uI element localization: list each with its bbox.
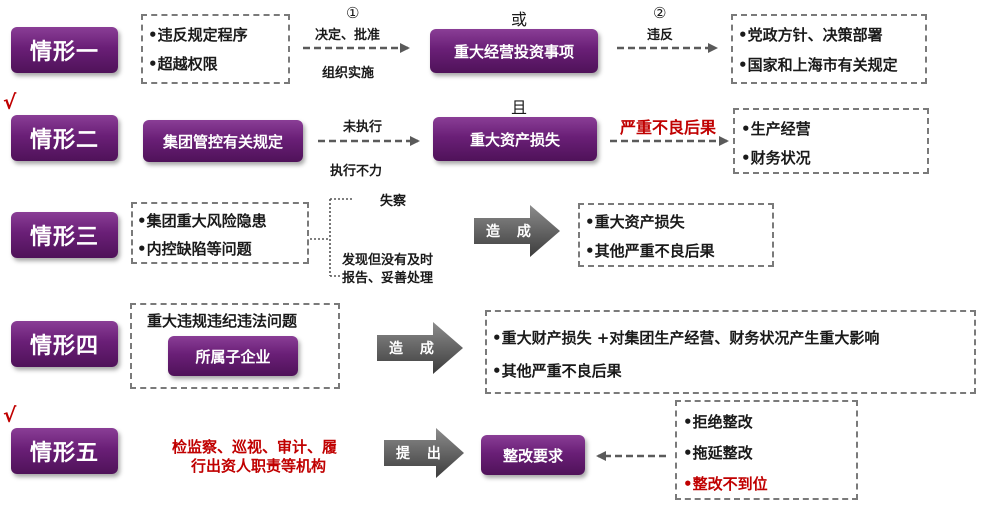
row5-propose-arrow: 提 出 (384, 428, 464, 478)
row1-condition-1: •违反规定程序 (148, 26, 248, 44)
row1-label-implement: 组织实施 (322, 66, 375, 81)
row4-problem-title: 重大违规违纪违法问题 (147, 312, 298, 330)
row3-branch-neglect: 失察 (380, 194, 407, 209)
row2-left-box: 集团管控有关规定 (143, 120, 303, 162)
situation-1-label: 情形一 (11, 27, 118, 73)
row5-propose-label: 提 出 (396, 446, 447, 462)
row5-rectify-box: 整改要求 (481, 435, 585, 475)
situation-3-label: 情形三 (11, 212, 118, 258)
row5-behaviour-2: •拖延整改 (683, 444, 753, 462)
row3-result-1: •重大资产损失 (585, 213, 685, 231)
row2-connector-and: 且 (511, 98, 528, 117)
row5-agencies-line-1: 检监察、巡视、审计、履 (172, 438, 338, 456)
row4-cause-label: 造 成 (389, 341, 440, 357)
row2-aspects-box (733, 108, 929, 174)
row1-label-decide: 决定、批准 (315, 28, 381, 43)
row4-subsidiary-box: 所属子企业 (168, 336, 298, 376)
row5-checkmark: √ (3, 403, 17, 427)
row1-mark-2: ② (653, 4, 667, 22)
row3-cause-arrow: 造 成 (474, 205, 560, 257)
row3-results-box (578, 203, 774, 267)
row5-behaviour-1: •拒绝整改 (683, 413, 753, 431)
row5-agencies-line-2: 行出资人职责等机构 (191, 457, 327, 475)
row1-condition-2: •超越权限 (148, 55, 218, 73)
row4-result-2: •其他严重不良后果 (492, 362, 622, 380)
row2-result-label: 严重不良后果 (620, 118, 717, 137)
situation-4-label: 情形四 (11, 321, 118, 367)
row2-checkmark: √ (3, 90, 17, 114)
row3-cause-label: 造 成 (486, 224, 537, 240)
row3-issue-1: •集团重大风险隐患 (137, 212, 267, 230)
row1-policy-2: •国家和上海市有关规定 (738, 56, 898, 74)
row1-conditions-box (141, 14, 290, 84)
row1-connector-or: 或 (511, 10, 528, 29)
row3-issues-box (131, 202, 309, 264)
row3-issue-2: •内控缺陷等问题 (137, 240, 252, 258)
situation-2-label: 情形二 (11, 115, 118, 161)
row2-aspect-2: •财务状况 (741, 149, 811, 167)
row1-policies-box (731, 14, 927, 84)
row1-policy-1: •党政方针、决策部署 (738, 26, 883, 44)
row1-label-violate: 违反 (647, 28, 674, 43)
row2-label-poor-execution: 执行不力 (330, 164, 383, 179)
row1-center-box: 重大经营投资事项 (430, 29, 598, 73)
row4-cause-arrow: 造 成 (377, 322, 463, 374)
situation-5-label: 情形五 (11, 428, 118, 474)
row3-branch-unreported: 发现但没有及时 报告、妥善处理 (342, 253, 434, 286)
row5-behaviour-3: •整改不到位 (683, 475, 768, 493)
row2-label-not-executed: 未执行 (343, 120, 383, 135)
row1-mark-1: ① (346, 4, 360, 22)
row5-behaviours-box (675, 400, 858, 500)
row2-center-box: 重大资产损失 (433, 117, 597, 161)
row4-problem-box (130, 303, 340, 389)
row4-results-box (485, 310, 976, 394)
row4-result-1: •重大财产损失 +对集团生产经营、财务状况产生重大影响 (492, 329, 880, 347)
row3-result-2: •其他严重不良后果 (585, 242, 715, 260)
row2-aspect-1: •生产经营 (741, 120, 811, 138)
